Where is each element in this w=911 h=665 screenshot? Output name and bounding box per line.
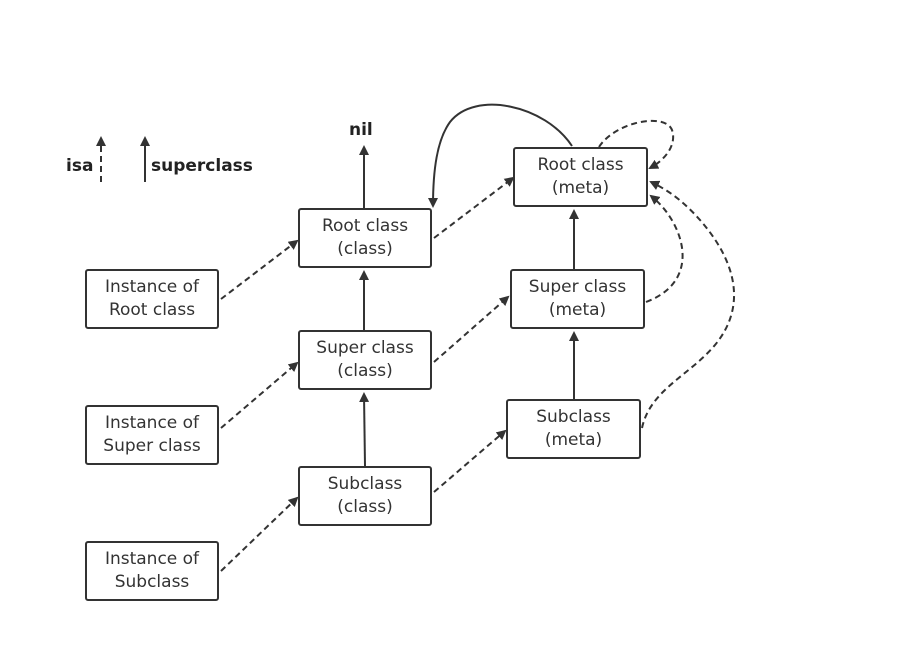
isa-edge-super-meta-to-root-meta bbox=[645, 194, 684, 303]
legend-isa-label: isa bbox=[66, 156, 94, 176]
node-line1: Instance of bbox=[104, 277, 200, 297]
node-line1: Subclass bbox=[327, 474, 403, 494]
isa-edge-root-meta-self-loop bbox=[598, 120, 675, 169]
node-super-class-class: Super class (class) bbox=[298, 330, 432, 390]
node-line1: Root class bbox=[321, 216, 409, 236]
node-instance-of-root-class: Instance of Root class bbox=[85, 269, 219, 329]
node-line2: (class) bbox=[337, 239, 393, 259]
legend-superclass-label: superclass bbox=[151, 156, 253, 176]
node-root-class-meta: Root class (meta) bbox=[513, 147, 648, 207]
node-line1: Instance of bbox=[104, 413, 200, 433]
isa-edge-super-class-to-super-meta bbox=[433, 295, 510, 363]
isa-edge-inst-super-to-super-class bbox=[220, 361, 299, 429]
node-line1: Super class bbox=[528, 277, 627, 297]
isa-edge-inst-sub-to-sub-class bbox=[220, 496, 299, 572]
node-super-class-meta: Super class (meta) bbox=[510, 269, 645, 329]
node-line2: (meta) bbox=[551, 178, 610, 198]
node-line2: (class) bbox=[337, 361, 393, 381]
node-line1: Instance of bbox=[104, 549, 200, 569]
node-subclass-class: Subclass (class) bbox=[298, 466, 432, 526]
isa-edge-root-class-to-root-meta bbox=[433, 176, 515, 239]
isa-edge-sub-meta-to-root-meta bbox=[641, 180, 736, 429]
node-line2: (class) bbox=[337, 497, 393, 517]
node-line2: Super class bbox=[103, 436, 201, 456]
node-line2: (meta) bbox=[544, 430, 603, 450]
node-line2: (meta) bbox=[548, 300, 607, 320]
nil-label: nil bbox=[349, 120, 373, 140]
node-line1: Root class bbox=[537, 155, 624, 175]
superclass-edge-root-meta-to-root-class bbox=[428, 103, 573, 208]
node-line2: Subclass bbox=[114, 572, 190, 592]
node-root-class-class: Root class (class) bbox=[298, 208, 432, 268]
node-line1: Subclass bbox=[536, 407, 611, 427]
node-instance-of-super-class: Instance of Super class bbox=[85, 405, 219, 465]
isa-edge-inst-root-to-root-class bbox=[220, 239, 299, 300]
node-line2: Root class bbox=[108, 300, 196, 320]
superclass-edge-sub-class-to-super-class bbox=[359, 392, 370, 467]
node-line1: Super class bbox=[316, 338, 414, 358]
node-instance-of-subclass: Instance of Subclass bbox=[85, 541, 219, 601]
node-subclass-meta: Subclass (meta) bbox=[506, 399, 641, 459]
isa-edge-sub-class-to-sub-meta bbox=[433, 429, 507, 493]
